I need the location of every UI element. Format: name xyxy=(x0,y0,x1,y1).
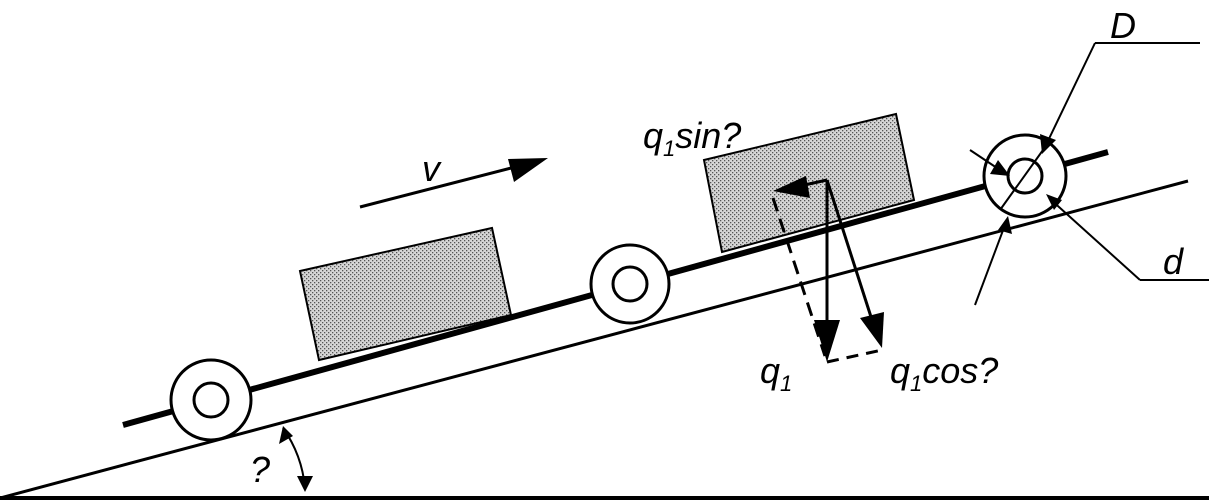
label-q1: q1 xyxy=(760,350,792,396)
label-outer-diameter: D xyxy=(1110,5,1136,46)
force-diagram xyxy=(771,176,884,364)
roller-middle xyxy=(589,243,671,325)
load-box-left xyxy=(298,226,513,362)
incline-line xyxy=(0,179,1189,500)
roller-left xyxy=(169,358,253,442)
label-q1cos: q1cos? xyxy=(890,350,998,396)
label-q1sin: q1sin? xyxy=(643,115,741,161)
inner-diameter-leader xyxy=(974,194,1209,306)
outer-diameter-leader xyxy=(969,42,1200,211)
angle-marker xyxy=(279,426,313,492)
label-angle: ? xyxy=(250,449,270,490)
label-inner-diameter: d xyxy=(1163,241,1184,282)
velocity-arrow xyxy=(359,158,548,209)
force-q1cos-arrow xyxy=(825,179,874,321)
label-velocity: v xyxy=(422,148,442,189)
